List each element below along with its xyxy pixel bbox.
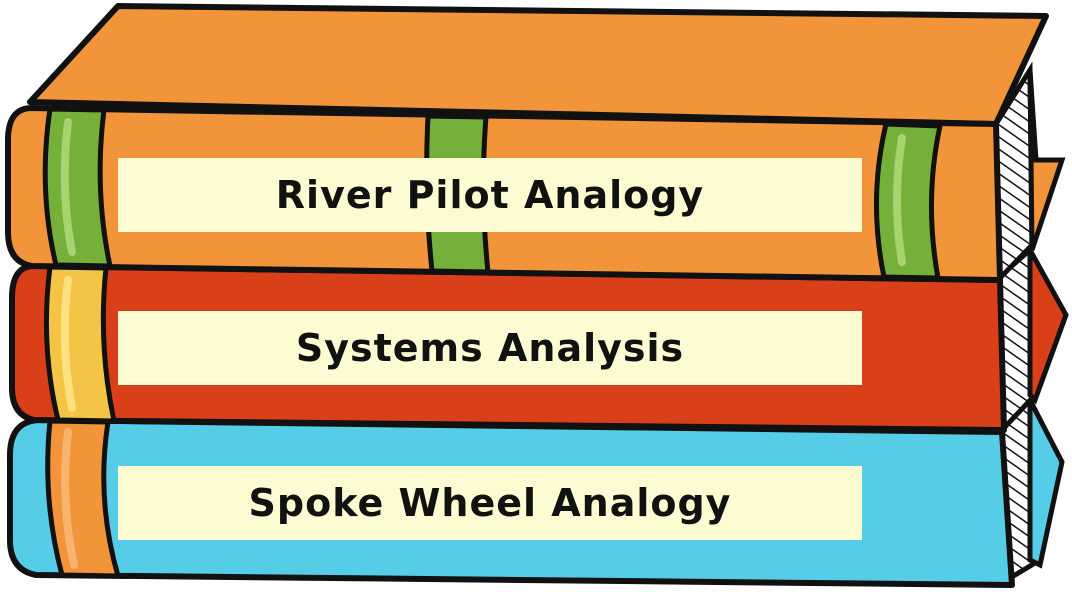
book-middle-label: Systems Analysis [118, 311, 862, 385]
book-top-band-left [42, 106, 114, 269]
book-top-back-cover [1027, 69, 1066, 251]
book-top-title: River Pilot Analogy [275, 173, 705, 217]
book-middle-band-highlight [60, 276, 76, 412]
book-top-cover [27, 3, 1049, 127]
book-top-band-right-highlight [893, 134, 906, 266]
book-bottom-band-highlight [61, 428, 78, 569]
book-top-band-right [873, 121, 944, 281]
book-top-label: River Pilot Analogy [118, 158, 862, 232]
book-bottom-label: Spoke Wheel Analogy [118, 466, 862, 540]
book-middle-title: Systems Analysis [295, 326, 685, 370]
book-top-band-left-highlight [60, 118, 76, 256]
book-bottom-title: Spoke Wheel Analogy [248, 481, 732, 525]
book-bottom-back-cover [1027, 398, 1065, 569]
book-top [5, 3, 1066, 285]
book-middle-band [43, 264, 118, 424]
book-middle-back-cover [1027, 240, 1069, 405]
